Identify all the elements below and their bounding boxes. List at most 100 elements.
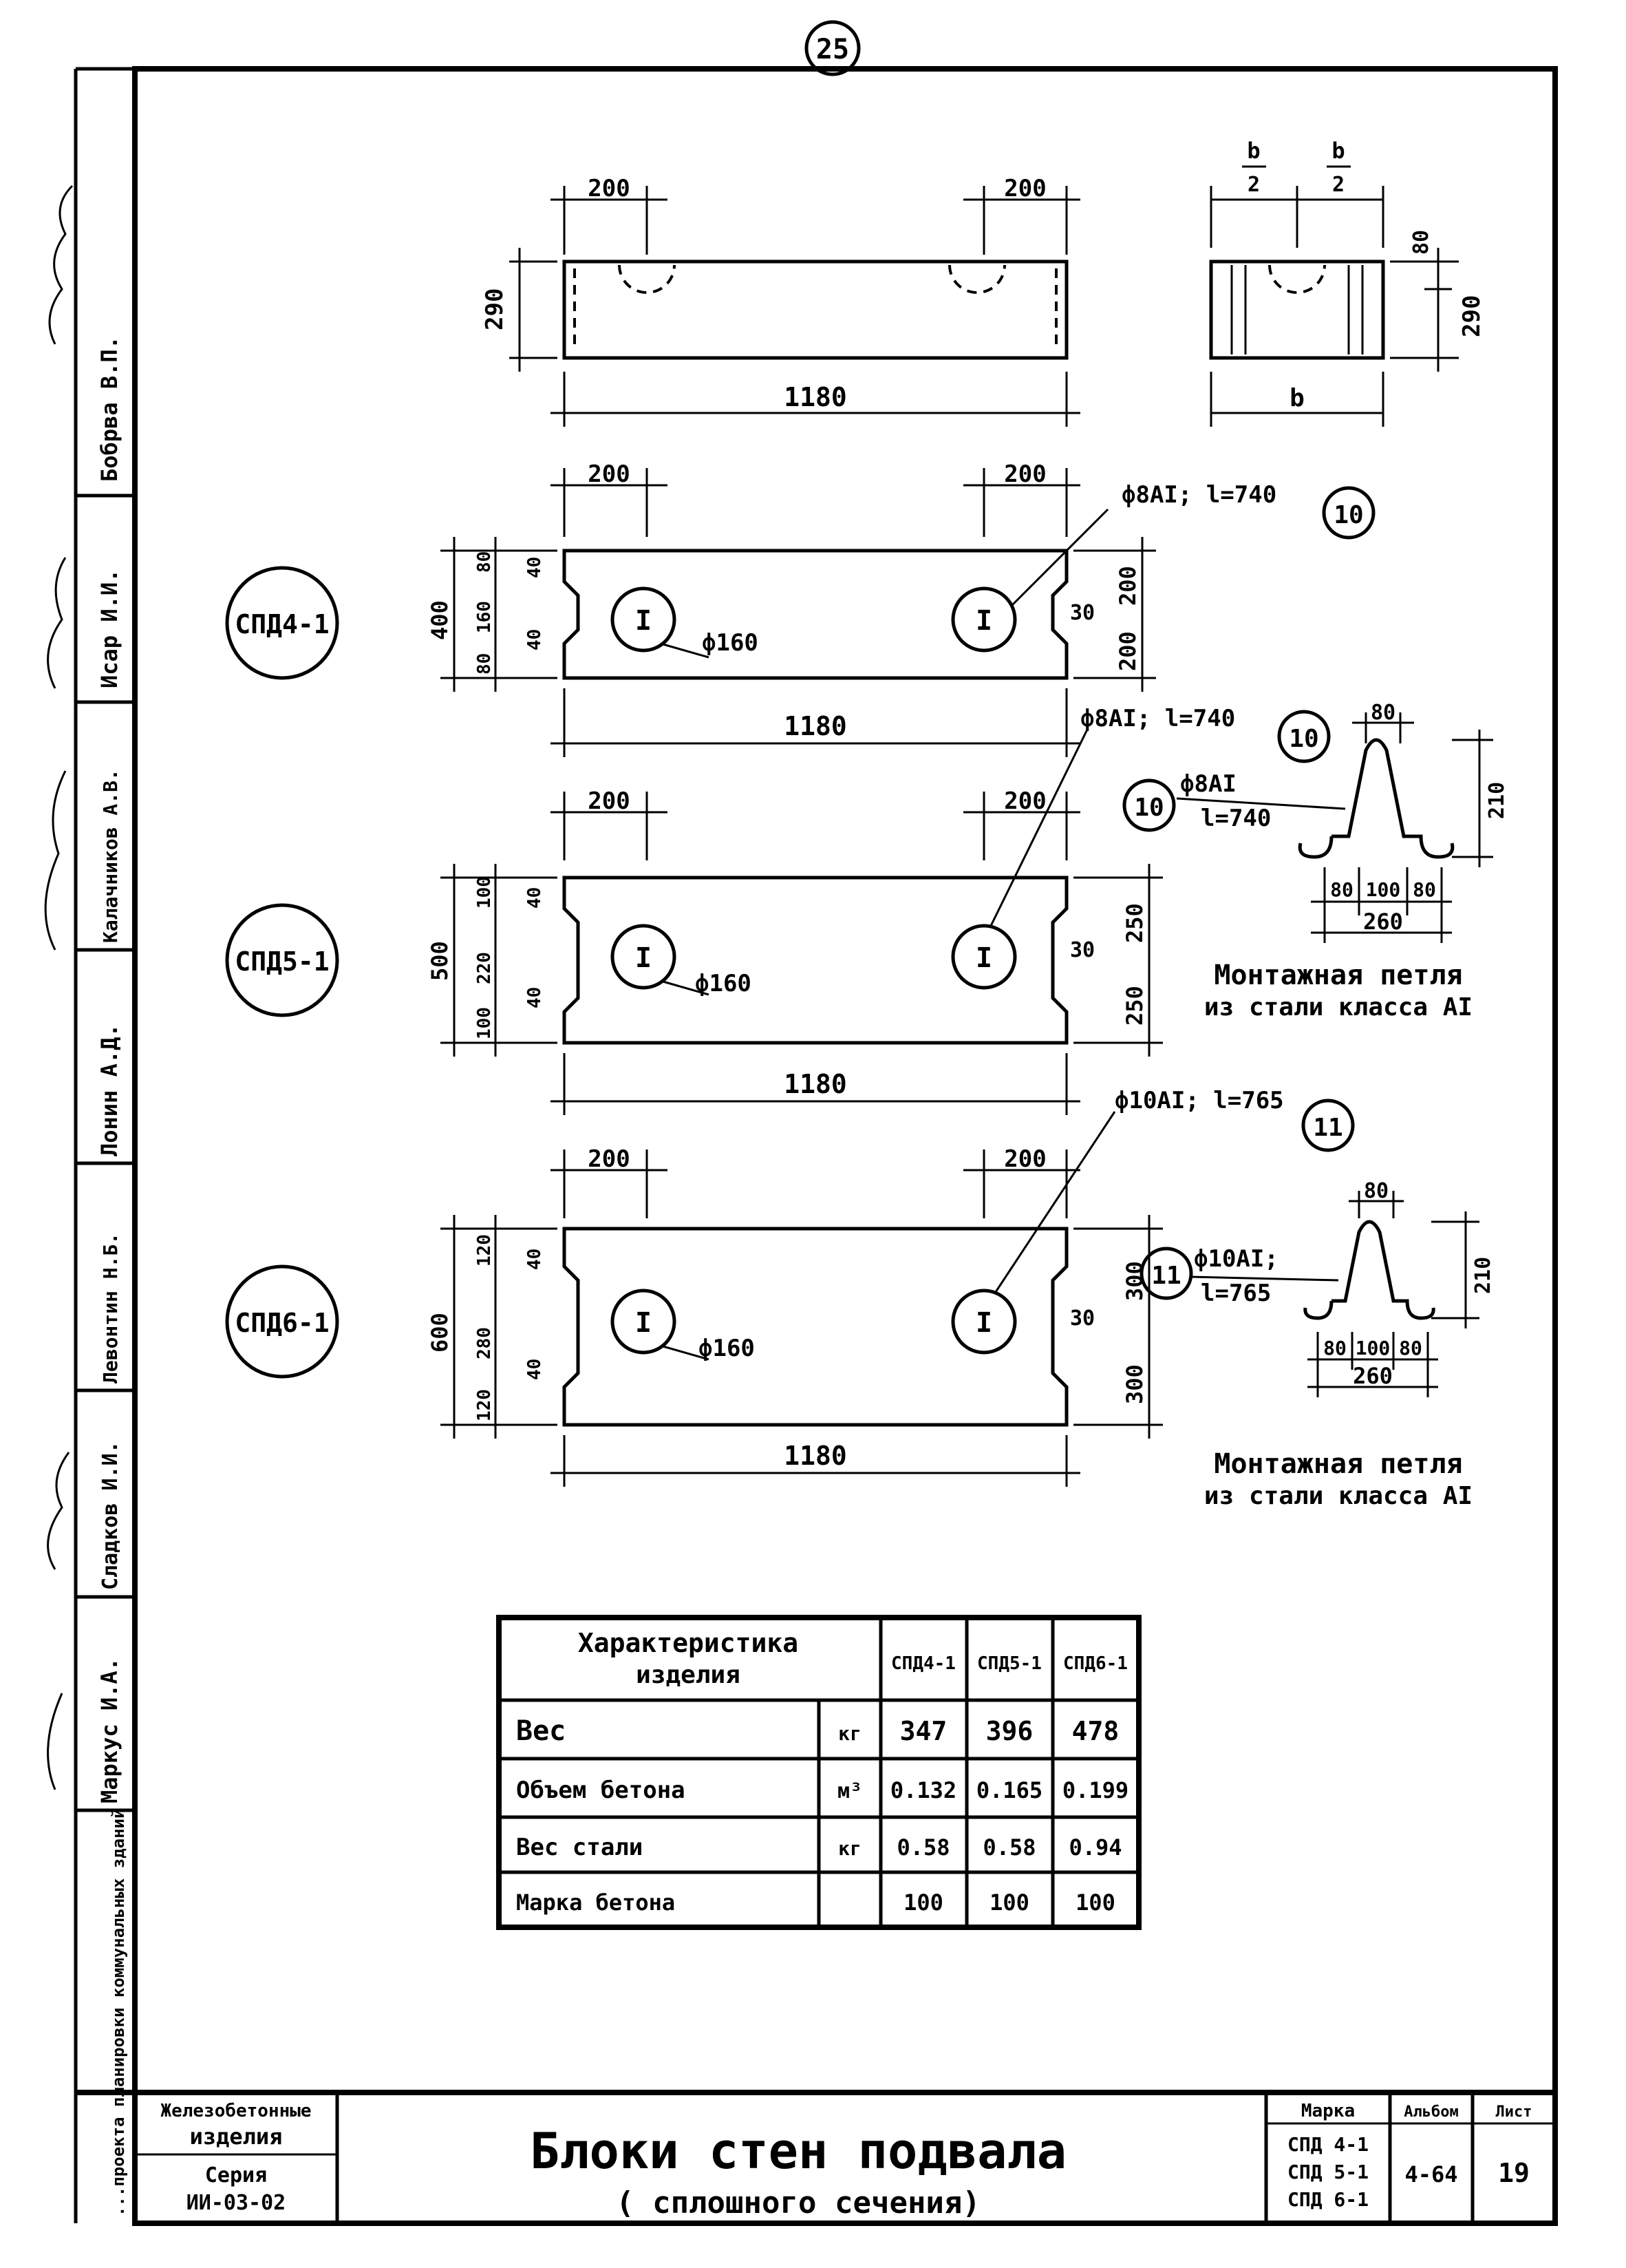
top-view: 200 200 290 1180	[481, 175, 1080, 427]
svg-text:Вес: Вес	[516, 1715, 566, 1747]
svg-text:0.58: 0.58	[897, 1834, 950, 1861]
svg-text:80: 80	[1364, 1179, 1389, 1203]
svg-text:1180: 1180	[784, 382, 847, 412]
stamp-name-7: Маркус И.А.	[96, 1657, 122, 1803]
stamp-organization: ...проекта планировки коммунальных здани…	[109, 1809, 128, 2216]
rebar-label: ф10AI; l=765	[1115, 1087, 1284, 1114]
svg-text:220: 220	[474, 952, 495, 984]
loop-caption: из стали класса AI	[1204, 993, 1473, 1021]
svg-text:0.199: 0.199	[1062, 1777, 1128, 1803]
svg-text:ф10AI;: ф10AI;	[1194, 1245, 1279, 1273]
svg-text:1180: 1180	[784, 1441, 847, 1471]
svg-text:100: 100	[903, 1889, 943, 1916]
svg-text:11: 11	[1151, 1262, 1181, 1290]
svg-text:250: 250	[1122, 903, 1148, 943]
svg-text:b: b	[1290, 384, 1305, 412]
table-row: Вес кг 347 396 478	[516, 1715, 1119, 1747]
loop-caption: из стали класса AI	[1204, 1482, 1473, 1510]
svg-text:200: 200	[1004, 175, 1046, 202]
svg-text:l=765: l=765	[1201, 1280, 1271, 1307]
svg-text:10: 10	[1134, 794, 1164, 822]
svg-text:0.132: 0.132	[890, 1777, 956, 1803]
svg-text:Серия: Серия	[205, 2163, 267, 2187]
signature-4	[47, 1452, 70, 1570]
svg-text:120: 120	[474, 1389, 495, 1421]
rebar-label: ф8AI; l=740	[1122, 481, 1276, 509]
svg-text:396: 396	[986, 1716, 1034, 1746]
svg-text:80: 80	[474, 551, 495, 573]
svg-text:30: 30	[1070, 938, 1095, 962]
svg-text:ИИ-03-02: ИИ-03-02	[186, 2191, 286, 2215]
lifting-loop-11: 11 ф10AI; l=765 80 210 80 100 80 260 Мон…	[1140, 1179, 1495, 1510]
block-label: СПД5-1	[235, 946, 329, 977]
rebar-label: ф8AI; l=740	[1080, 705, 1235, 732]
table-row: Марка бетона 100 100 100	[516, 1889, 1115, 1916]
svg-text:ф160: ф160	[698, 1335, 755, 1362]
svg-text:80: 80	[1330, 878, 1354, 901]
svg-text:40: 40	[524, 629, 545, 650]
svg-text:30: 30	[1070, 1306, 1095, 1331]
drawing-subtitle: ( сплошного сечения)	[616, 2185, 981, 2221]
svg-text:Вес стали: Вес стали	[516, 1834, 643, 1861]
svg-text:210: 210	[1471, 1257, 1495, 1294]
svg-text:80: 80	[1323, 1337, 1347, 1359]
signature-2	[47, 557, 67, 689]
svg-text:500: 500	[427, 941, 453, 981]
svg-text:300: 300	[1122, 1364, 1148, 1404]
svg-text:200: 200	[1004, 460, 1046, 488]
svg-text:260: 260	[1363, 909, 1403, 935]
svg-text:25: 25	[816, 34, 849, 65]
svg-text:0.165: 0.165	[976, 1777, 1042, 1803]
svg-text:100: 100	[474, 876, 495, 909]
table-row: Вес стали кг 0.58 0.58 0.94	[516, 1834, 1122, 1861]
block-label: СПД6-1	[235, 1308, 329, 1338]
svg-text:80: 80	[1371, 701, 1395, 725]
block-spd4-1: СПД4-1 I I ф160 ф8AI; l=740 10 200 200 4…	[225, 460, 1376, 757]
svg-text:100: 100	[1356, 1337, 1391, 1359]
svg-text:100: 100	[1076, 1889, 1115, 1916]
svg-text:290: 290	[1458, 295, 1486, 337]
svg-text:40: 40	[524, 1249, 545, 1270]
svg-text:СПД6-1: СПД6-1	[1063, 1653, 1128, 1674]
svg-text:250: 250	[1122, 986, 1148, 1026]
svg-text:2: 2	[1248, 173, 1260, 197]
svg-text:СПД 4-1: СПД 4-1	[1287, 2133, 1369, 2156]
svg-text:СПД4-1: СПД4-1	[891, 1653, 956, 1674]
stamp-name-2: Исар И.И.	[96, 569, 122, 688]
svg-text:I: I	[976, 605, 992, 637]
svg-text:200: 200	[1004, 1145, 1046, 1173]
side-view: b 2 b 2 80 290 b	[1209, 138, 1486, 427]
svg-text:100: 100	[989, 1889, 1029, 1916]
stamp-name-6: Сладков И.И.	[98, 1441, 122, 1590]
svg-text:40: 40	[524, 987, 545, 1008]
sheet-number: 25	[804, 20, 861, 76]
block-label: СПД4-1	[235, 609, 329, 639]
svg-text:200: 200	[1115, 631, 1141, 671]
svg-text:200: 200	[588, 1145, 630, 1173]
sheet-frame	[132, 66, 1558, 2226]
svg-text:200: 200	[588, 787, 630, 815]
spec-header: изделия	[636, 1661, 740, 1689]
block-spd6-1: СПД6-1 I I ф160 ф10AI; l=765 11 200 200 …	[225, 1087, 1355, 1487]
svg-text:400: 400	[427, 600, 453, 640]
svg-text:100: 100	[1366, 878, 1401, 901]
svg-text:I: I	[976, 1307, 992, 1339]
svg-text:80: 80	[1409, 230, 1433, 255]
svg-text:40: 40	[524, 887, 545, 909]
svg-text:СПД 6-1: СПД 6-1	[1287, 2188, 1369, 2211]
svg-text:I: I	[976, 942, 992, 974]
svg-text:м³: м³	[837, 1779, 862, 1803]
svg-text:347: 347	[900, 1716, 948, 1746]
svg-text:Марка бетона: Марка бетона	[516, 1889, 675, 1916]
stamp-name-1: Бобрва В.П.	[96, 336, 122, 482]
svg-text:ф160: ф160	[695, 970, 751, 997]
svg-text:Альбом: Альбом	[1404, 2103, 1458, 2121]
svg-text:4-64: 4-64	[1404, 2161, 1457, 2187]
svg-text:кг: кг	[838, 1837, 862, 1860]
lifting-loop-10: 10 ф8AI l=740 80 210 80 100 80 260 Монта…	[1122, 701, 1509, 1021]
svg-text:СПД5-1: СПД5-1	[977, 1653, 1042, 1674]
svg-text:200: 200	[588, 460, 630, 488]
svg-text:2: 2	[1332, 173, 1345, 197]
svg-text:210: 210	[1485, 782, 1509, 819]
drawing-title: Блоки стен подвала	[530, 2122, 1067, 2180]
